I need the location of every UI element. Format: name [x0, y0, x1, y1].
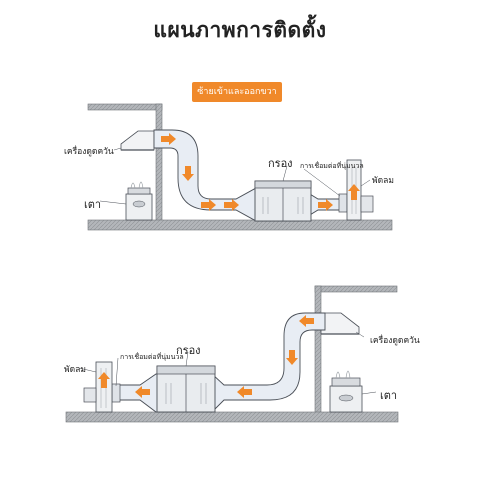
bottom-filter: [156, 365, 216, 413]
bottom-airflow-arrows: [98, 315, 314, 398]
top-connector-label: การเชื่อมต่อที่นุ่มนวล: [300, 162, 364, 170]
top-stove: [125, 181, 153, 221]
bottom-arrow-4: [135, 386, 150, 398]
top-hood-label: เครื่องดูดควัน: [64, 147, 114, 157]
direction-badge: ซ้ายเข้าและออกขวา: [192, 82, 282, 102]
top-airflow-arrows: [161, 133, 360, 211]
bottom-fan-label: พัดลม: [64, 365, 86, 375]
bottom-hood-label: เครื่องดูดควัน: [370, 336, 420, 346]
top-wall: [155, 103, 163, 223]
top-duct-outer: [153, 129, 341, 222]
bottom-connector-label: การเชื่อมต่อที่นุ่มนวล: [120, 353, 184, 361]
bottom-stove: [329, 370, 363, 413]
top-arrow-1: [161, 133, 176, 145]
bottom-arrow-2: [286, 350, 298, 365]
bottom-ceiling: [314, 285, 398, 293]
top-diagram: [87, 103, 393, 231]
bottom-arrow-5: [98, 372, 110, 388]
top-arrow-3: [201, 199, 216, 211]
top-filter-label: กรอง: [268, 157, 293, 170]
bottom-filter-label: กรอง: [176, 344, 201, 357]
top-floor: [87, 219, 393, 231]
top-ceiling: [87, 103, 163, 111]
bottom-diagram: [65, 285, 399, 423]
top-arrow-2: [182, 166, 194, 181]
bottom-hood: [320, 312, 360, 335]
bottom-stove-label: เตา: [380, 389, 398, 402]
top-arrow-4: [224, 199, 239, 211]
page-title: แผนภาพการติดตั้ง: [153, 18, 327, 42]
top-filter: [254, 180, 312, 222]
bottom-arrow-3: [237, 386, 252, 398]
top-arrow-5: [318, 199, 333, 211]
top-arrow-6: [348, 184, 360, 200]
top-hood: [120, 130, 155, 151]
top-fan-label: พัดลม: [372, 176, 394, 186]
bottom-wall: [314, 285, 322, 415]
top-stove-label: เตา: [84, 198, 102, 211]
bottom-arrow-1: [299, 315, 314, 327]
bottom-floor: [65, 411, 399, 423]
